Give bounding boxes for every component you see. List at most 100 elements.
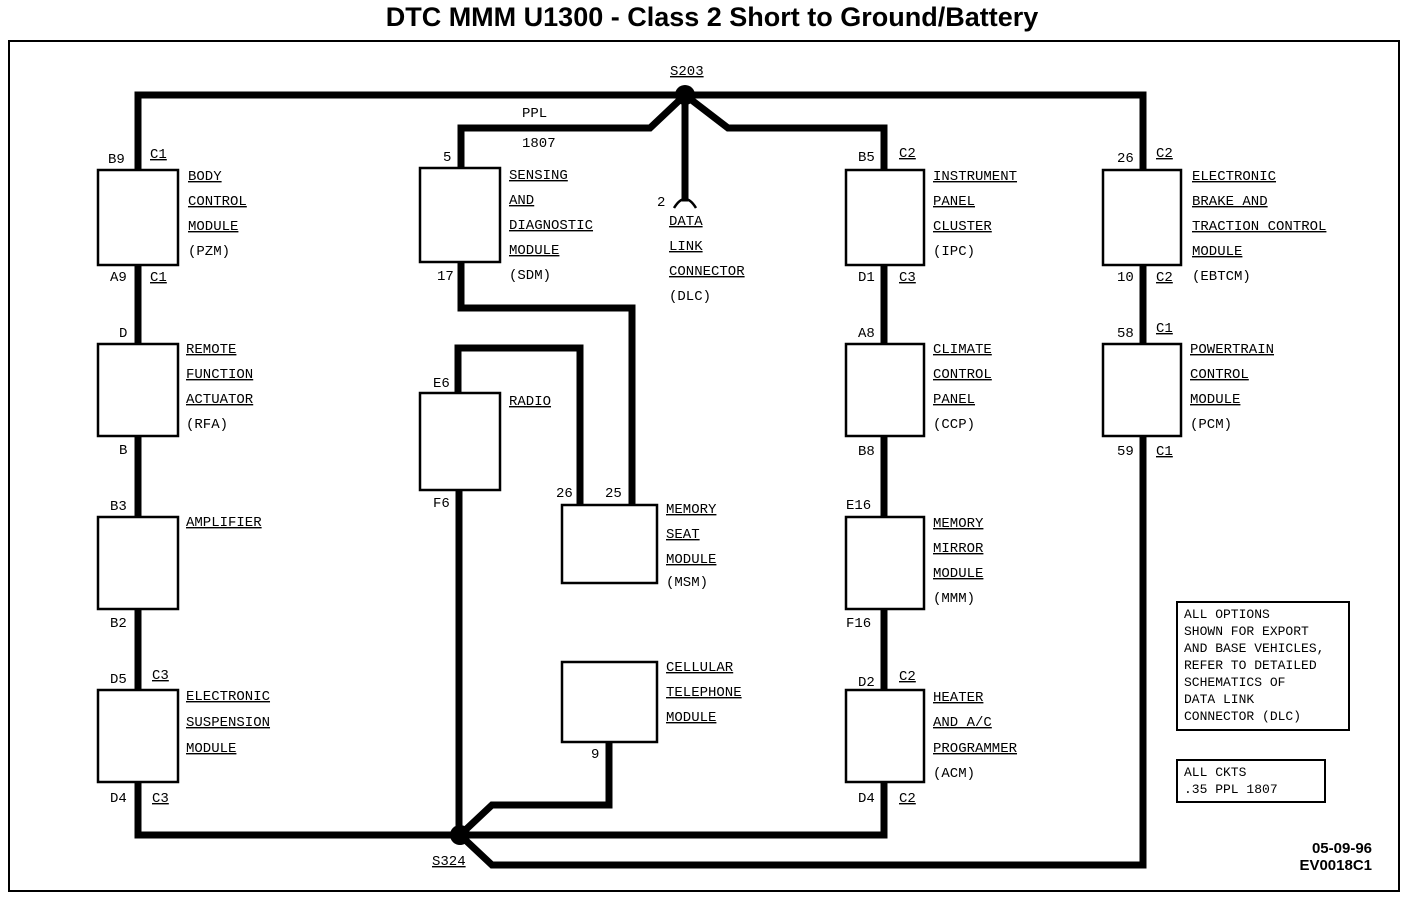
pin-label: B3 — [110, 499, 127, 515]
connector-label: C3 — [152, 668, 169, 684]
msm-box — [560, 503, 659, 585]
note-line: SCHEMATICS OF — [1184, 675, 1286, 690]
ipc-name: INSTRUMENT PANEL CLUSTER (IPC) — [933, 169, 1025, 260]
pin-label: B5 — [858, 150, 875, 166]
wire-radio-msm — [454, 344, 584, 509]
amplifier-box — [96, 515, 180, 611]
wire-sdm-top — [457, 90, 690, 172]
pin-label: 26 — [1117, 151, 1134, 167]
circuits-note: ALL CKTS .35 PPL 1807 — [1176, 759, 1326, 803]
note-line: ALL OPTIONS — [1184, 607, 1270, 622]
pin-label: E6 — [433, 376, 450, 392]
ebtcm-name: ELECTRONIC BRAKE AND TRACTION CONTROL MO… — [1192, 169, 1335, 285]
bcm-box — [96, 168, 180, 267]
pin-label: D1 — [858, 270, 875, 286]
dlc-connector-symbol — [672, 197, 698, 209]
pin-label: 58 — [1117, 326, 1134, 342]
pin-label: 2 — [657, 195, 665, 211]
amplifier-name: AMPLIFIER — [186, 515, 262, 531]
note-line: AND BASE VEHICLES, — [1184, 641, 1325, 656]
note-line: CONNECTOR (DLC) — [1184, 709, 1302, 724]
pin-label: D4 — [110, 791, 127, 807]
wire-cell-splice — [455, 738, 613, 840]
rfa-box — [96, 342, 180, 438]
pin-label: 25 — [605, 486, 622, 502]
note-line: ALL CKTS — [1184, 765, 1247, 780]
connector-label: C2 — [1156, 270, 1173, 286]
connector-label: C1 — [150, 147, 167, 163]
wire-sdm-msm — [457, 258, 636, 509]
sdm-box — [418, 166, 502, 264]
pin-label: F16 — [846, 616, 871, 632]
acm-box — [844, 688, 926, 784]
ccp-name: CLIMATE CONTROL PANEL (CCP) — [933, 342, 1000, 433]
pin-label: B2 — [110, 616, 127, 632]
pin-label: 17 — [437, 269, 454, 285]
pin-label: 59 — [1117, 444, 1134, 460]
connector-label: C2 — [899, 146, 916, 162]
connector-label: C1 — [150, 270, 167, 286]
note-line: DATA LINK — [1184, 692, 1255, 707]
pin-label: A8 — [858, 326, 875, 342]
connector-label: C2 — [899, 669, 916, 685]
pin-label: B — [119, 443, 127, 459]
pin-label: D5 — [110, 672, 127, 688]
pcm-name: POWERTRAIN CONTROL MODULE (PCM) — [1190, 342, 1282, 433]
ccp-box — [844, 342, 926, 438]
splice-s203-label: S203 — [670, 64, 704, 80]
acm-name: HEATER AND A/C PROGRAMMER (ACM) — [933, 690, 1025, 782]
connector-label: C1 — [1156, 321, 1173, 337]
radio-box — [418, 391, 502, 492]
connector-label: C2 — [1156, 146, 1173, 162]
document-number: 05-09-96 EV0018C1 — [1299, 840, 1372, 874]
pin-label: B9 — [108, 152, 125, 168]
pin-label: F6 — [433, 496, 450, 512]
cellular-box — [560, 660, 659, 744]
mmm-name: MEMORY MIRROR MODULE (MMM) — [933, 516, 992, 607]
pin-label: B8 — [858, 444, 875, 460]
pin-label: D — [119, 326, 127, 342]
diagram-title: DTC MMM U1300 - Class 2 Short to Ground/… — [385, 2, 1039, 32]
wire-left-loop — [134, 91, 689, 839]
sdm-name: SENSING AND DIAGNOSTIC MODULE (SDM) — [509, 168, 601, 284]
mmm-box — [844, 515, 926, 611]
wire-ipc-column — [456, 90, 888, 839]
msm-name: MEMORY SEAT MODULE (MSM) — [666, 502, 725, 591]
pin-label: 10 — [1117, 270, 1134, 286]
esm-box — [96, 688, 180, 784]
splice-s203-dot — [675, 85, 695, 105]
pin-label: 9 — [591, 747, 599, 763]
bcm-name: BODY CONTROL MODULE (PZM) — [188, 169, 255, 260]
wire-right-bus — [455, 91, 1147, 869]
note-line: SHOWN FOR EXPORT — [1184, 624, 1309, 639]
pin-label: 26 — [556, 486, 573, 502]
esm-name: ELECTRONIC SUSPENSION MODULE — [186, 689, 278, 757]
pin-label: E16 — [846, 498, 871, 514]
pcm-box — [1101, 342, 1183, 438]
dlc-name: DATA LINK CONNECTOR (DLC) — [669, 214, 753, 305]
connector-label: C2 — [899, 791, 916, 807]
connector-label: C1 — [1156, 444, 1173, 460]
pin-labels: B9 C1 A9 C1 D B B3 B2 D5 C3 D4 C3 5 17 E… — [108, 146, 1173, 807]
wire-color-label: PPL — [522, 106, 547, 122]
note-line: REFER TO DETAILED — [1184, 658, 1317, 673]
pin-label: 5 — [443, 150, 451, 166]
ipc-box — [844, 168, 926, 267]
note-line: .35 PPL 1807 — [1184, 782, 1278, 797]
wires — [134, 90, 1147, 869]
options-note: ALL OPTIONS SHOWN FOR EXPORT AND BASE VE… — [1176, 601, 1350, 731]
doc-id: EV0018C1 — [1299, 857, 1372, 874]
pin-label: D2 — [858, 675, 875, 691]
rfa-name: REMOTE FUNCTION ACTUATOR (RFA) — [186, 342, 262, 433]
connector-label: C3 — [152, 791, 169, 807]
pin-label: D4 — [858, 791, 875, 807]
splice-s324-dot — [450, 825, 470, 845]
module-names: BODY CONTROL MODULE (PZM) REMOTE FUNCTIO… — [186, 168, 1335, 782]
radio-name: RADIO — [509, 394, 551, 410]
pin-label: A9 — [110, 270, 127, 286]
wire-circuit-label: 1807 — [522, 136, 556, 152]
diagram-frame — [8, 40, 1400, 892]
ebtcm-box — [1101, 168, 1183, 267]
splice-s324-label: S324 — [432, 854, 466, 870]
